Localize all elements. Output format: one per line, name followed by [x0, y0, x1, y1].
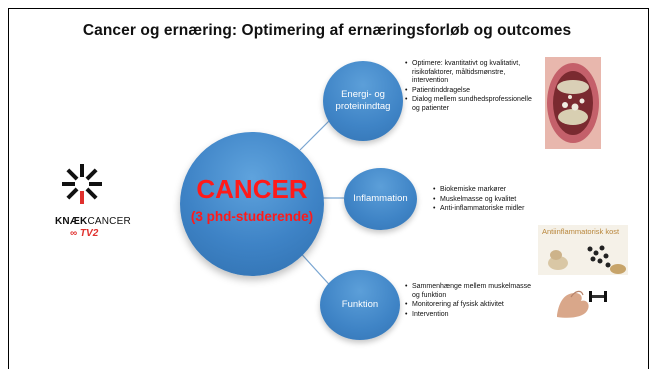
frame-line-left: [8, 8, 9, 369]
bullet-item: Patientinddragelse: [405, 87, 535, 96]
food-photo-caption: Antiinflammatorisk kost: [542, 227, 620, 236]
bullet-item: Biokemiske markører: [433, 186, 563, 195]
slide-title: Cancer og ernæring: Optimering af ernæri…: [82, 22, 572, 39]
bullet-item: Dialog mellem sundhedsprofessionelle og …: [405, 96, 535, 113]
branch-circle-funktion: Funktion: [320, 270, 400, 340]
center-circle: CANCER (3 phd-studerende): [180, 132, 324, 276]
branch-label-energi: Energi- og proteinindtag: [335, 89, 391, 112]
knaek-cancer-logo-icon: [62, 164, 102, 204]
mouth-sores-photo: [545, 57, 601, 149]
anti-inflammatory-food-photo: Antiinflammatorisk kost: [538, 225, 628, 275]
bullet-list-funktion: Sammenhænge mellem muskelmasse og funkti…: [405, 283, 533, 320]
branch-label-inflammation: Inflammation: [353, 193, 408, 205]
bullet-item: Monitorering af fysisk aktivitet: [405, 301, 533, 310]
bullet-item: Muskelmasse og kvalitet: [433, 196, 563, 205]
center-subtitle: (3 phd-studerende): [190, 209, 314, 224]
bullet-item: Intervention: [405, 311, 533, 320]
bullet-list-energi: Optimere: kvantitativt og kvalitativt, r…: [405, 60, 535, 114]
bullet-item: Sammenhænge mellem muskelmasse og funkti…: [405, 283, 533, 300]
bullet-list-inflammation: Biokemiske markører Muskelmasse og kvali…: [433, 186, 563, 215]
logo-wordmark: KNÆKCANCER: [55, 216, 131, 227]
branch-circle-energi: Energi- og proteinindtag: [323, 61, 403, 141]
branch-label-funktion: Funktion: [341, 299, 379, 311]
bullet-item: Anti-inflammatoriske midler: [433, 205, 563, 214]
bullet-item: Optimere: kvantitativt og kvalitativt, r…: [405, 60, 535, 86]
tv2-logo: ∞ TV2: [70, 228, 99, 239]
frame-line-right: [648, 8, 649, 369]
center-title: CANCER: [196, 174, 308, 204]
muscle-arm-photo: [553, 283, 609, 321]
branch-circle-inflammation: Inflammation: [344, 168, 417, 230]
frame-line-top: [8, 8, 649, 9]
